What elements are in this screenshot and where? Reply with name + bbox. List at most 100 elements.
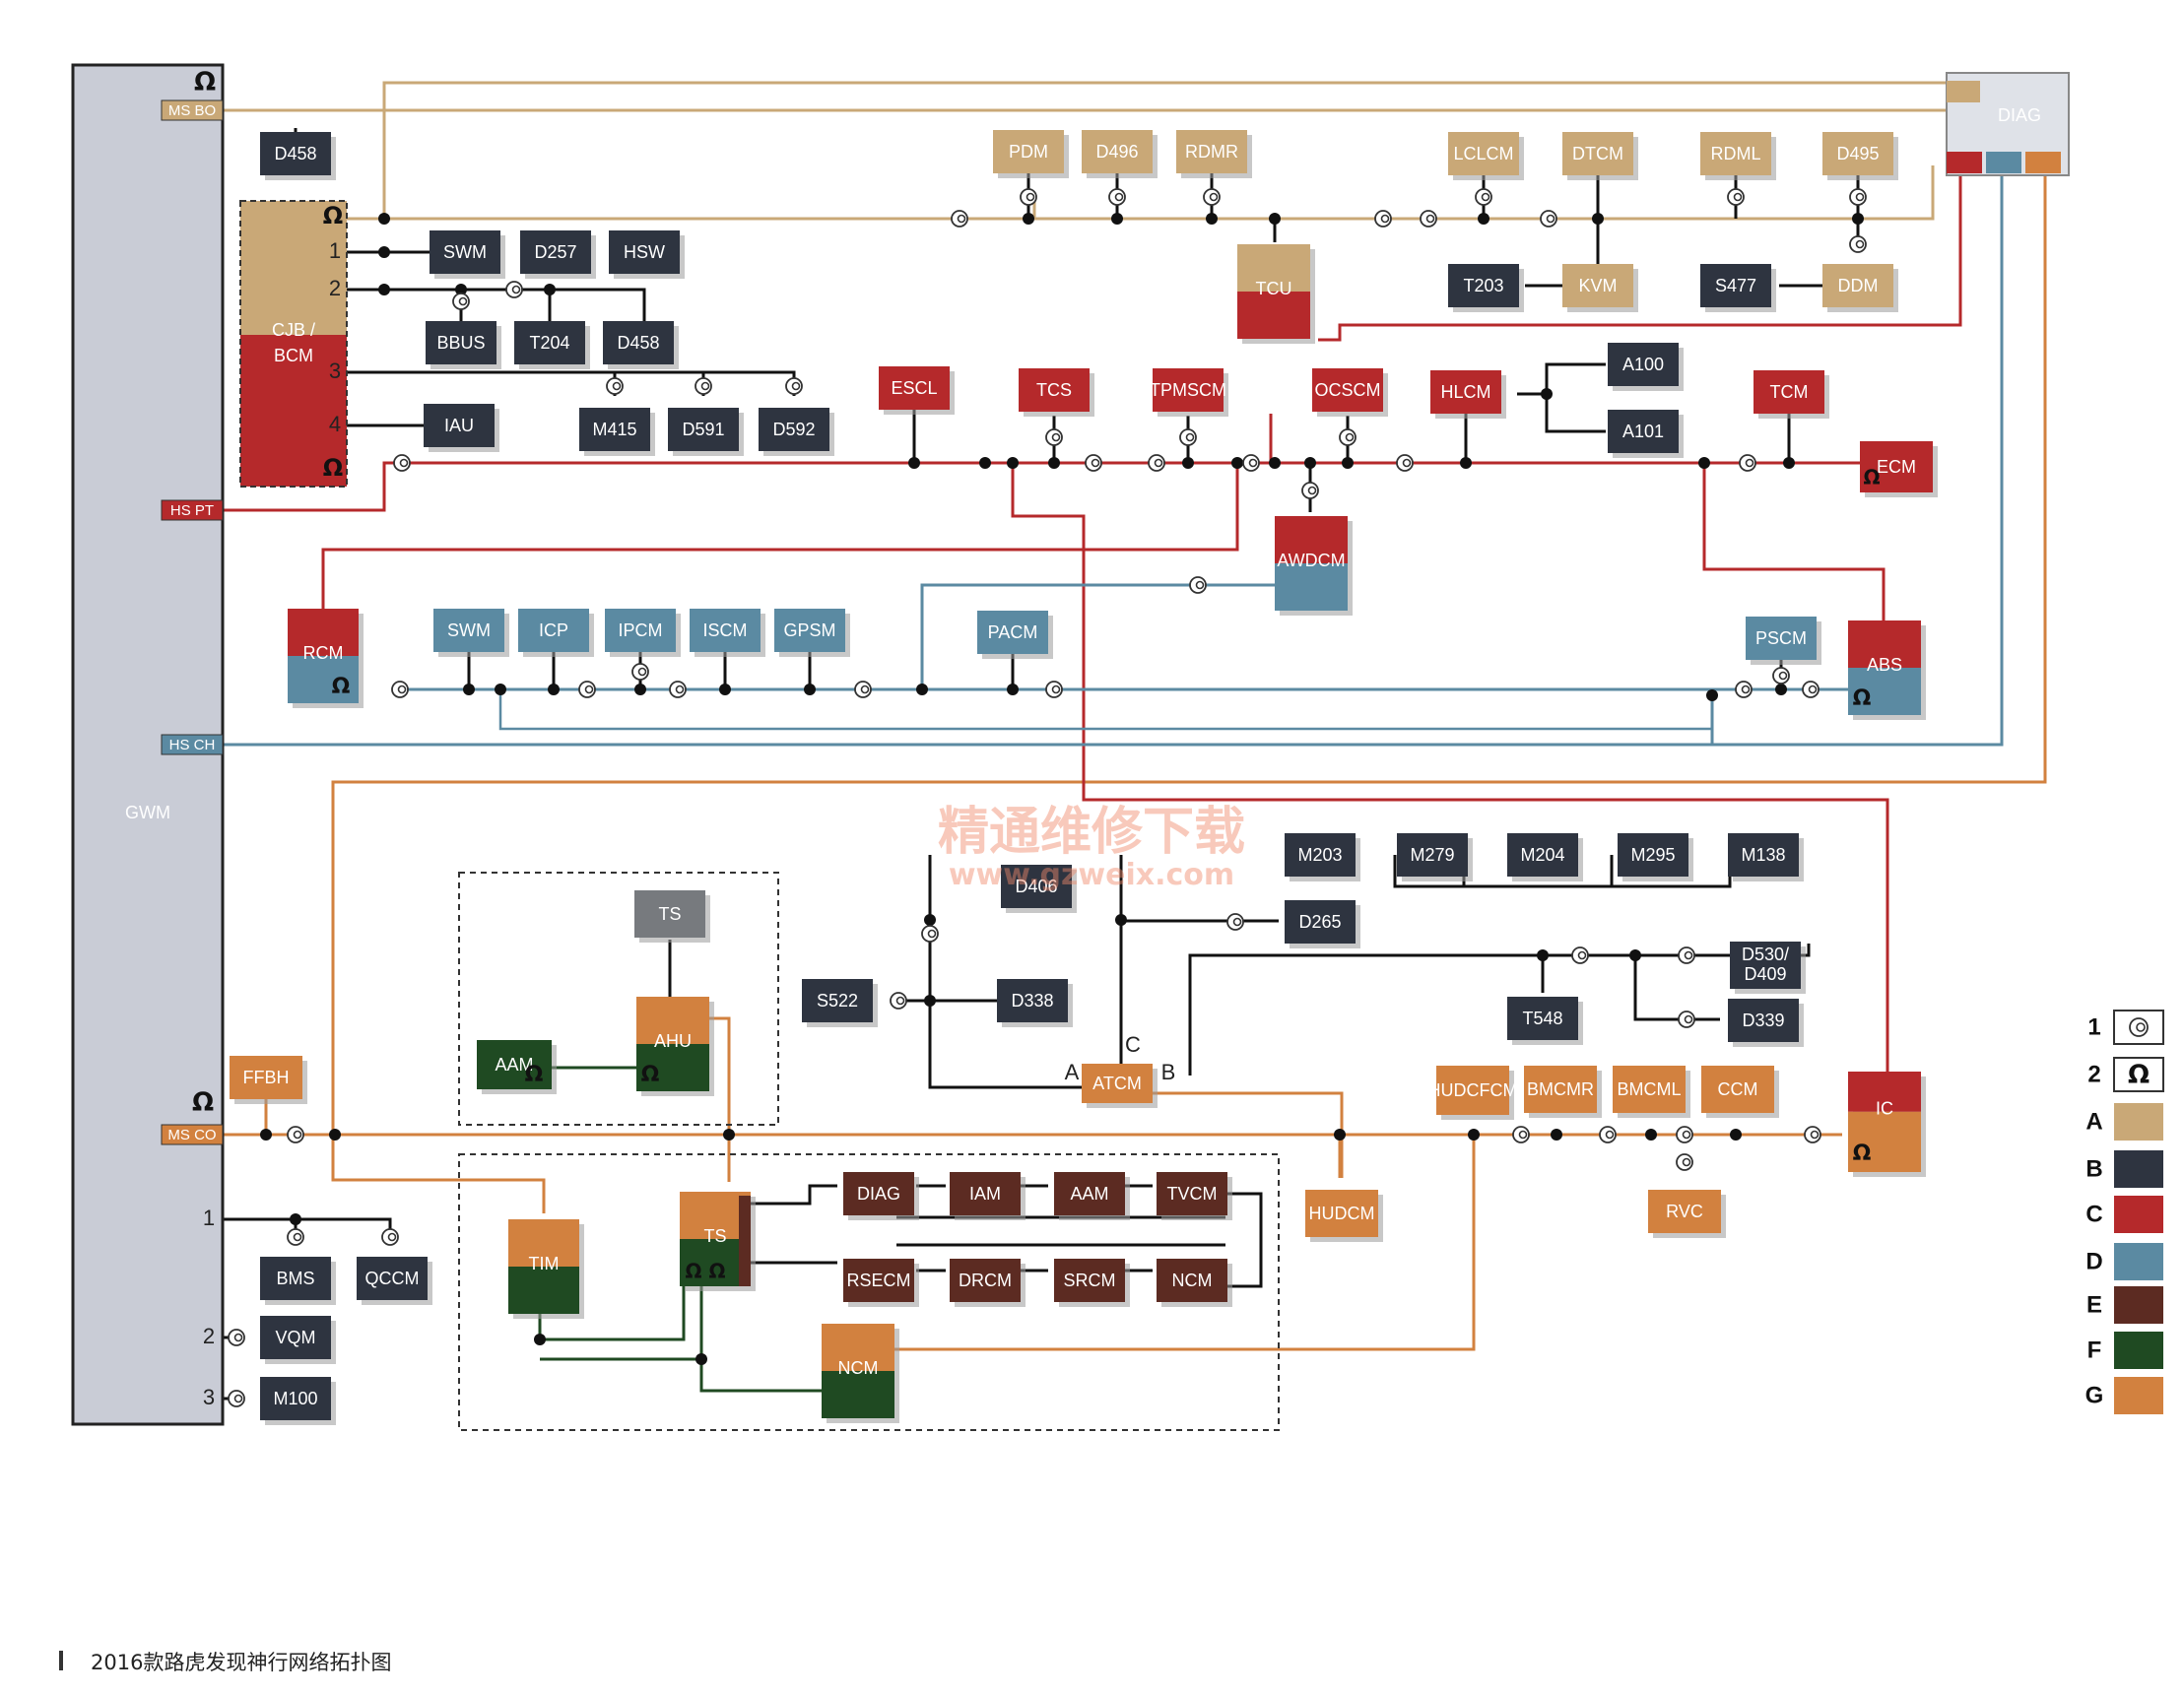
junction-dot [463,684,475,695]
module-label: RVC [1666,1202,1703,1221]
resistor-core [1195,580,1205,590]
box-fill [1507,997,1578,1040]
resistor-ring [1179,428,1197,446]
resistor-icon [1772,667,1790,685]
module-icp: ICP [518,609,594,657]
resistor-core [895,996,905,1006]
box-fill [260,1316,331,1359]
module-ocscm: OCSCM [1312,368,1388,417]
module-label: QCCM [365,1269,420,1288]
gwm-pin-3: 3 [203,1385,215,1409]
resistor-core [1778,671,1788,681]
resistor-core [1684,950,1693,960]
module-label: RDML [1710,144,1760,163]
resistor-icon [228,1329,245,1346]
lower-dashed-group [458,1153,1280,1431]
resistor-ring [452,293,470,310]
resistor-ring [1339,428,1357,446]
wire [538,1278,686,1341]
module-aam-lower: AAM [1054,1172,1130,1220]
wire [1633,955,1720,1021]
box-top [508,1219,579,1267]
resistor-core [387,1232,397,1242]
junction-dot [804,684,816,695]
junction-dot [634,684,646,695]
module-ts: TS [680,1192,756,1291]
module-m100: M100 [260,1377,336,1425]
resistor-core [1051,685,1061,694]
box-fill [993,130,1064,173]
resistor-core [1855,192,1865,202]
module-bmcml: BMCML [1613,1066,1690,1118]
resistor-core [700,381,710,391]
module-rvc: RVC [1648,1190,1726,1238]
watermark-line-2: www.gzweix.com [949,858,1234,892]
wire [1702,463,1886,620]
resistor-core [1810,1130,1820,1140]
module-label: BBUS [436,333,485,353]
resistor-ring [1739,454,1756,472]
resistor-icon [951,210,968,228]
box-fill [520,230,591,274]
resistor-ring [287,1228,304,1246]
resistor-ring [606,377,624,395]
module-label: D591 [682,420,724,439]
resistor-icon [1148,454,1165,472]
box-fill [1562,264,1633,307]
resistor-ring [1396,454,1414,472]
module-pacm: PACM [977,611,1053,659]
box-fill [230,1056,302,1099]
box-fill [879,366,950,410]
module-srcm: SRCM [1054,1259,1130,1307]
module-label: AWDCM [1277,551,1345,570]
resistor-ring [921,925,939,943]
cjb-label-1: CJB / [272,320,315,340]
resistor-core [1091,458,1100,468]
box-fill [1285,900,1356,944]
watermark-line-1: 精通维修下载 [938,803,1245,862]
legend-key-D: D [2085,1248,2102,1274]
resistor-icon [1804,1126,1821,1143]
box-fill [603,321,674,364]
resistor-ring [1676,1153,1693,1171]
port-hs-ch-label: HS CH [169,737,216,753]
module-label: BMCML [1617,1079,1681,1099]
legend-key-C: C [2085,1201,2102,1227]
module-d458-bcm: D458 [603,321,679,369]
legend-swatch-D [2114,1243,2163,1280]
wire [1318,165,1962,342]
junction-dots [260,213,1864,1365]
resistor-core [1248,458,1258,468]
resistor-icon [1735,681,1753,698]
junction-dot [1206,213,1218,225]
resistor-icon [287,1228,304,1246]
resistor-ring [1045,428,1063,446]
module-label: M295 [1630,845,1675,865]
junction-dot [1342,457,1354,469]
module-abs: ABS [1848,620,1926,720]
box-fill [1701,1066,1774,1113]
resistor-ring [890,992,907,1010]
box-bottom [822,1371,894,1418]
module-hlcm: HLCM [1430,370,1506,419]
box-fill [1312,368,1383,412]
box-fill [774,609,845,652]
module-label: TS [703,1226,726,1246]
junction-dot [1269,213,1281,225]
port-ms-bo-label: MS BO [168,102,216,119]
box-fill [1613,1066,1686,1113]
resistor-core [1733,192,1743,202]
resistor-icon [1540,210,1557,228]
terminator-symbol: Ω [685,1260,701,1283]
resistor-core [458,296,468,306]
box-fill [1524,1066,1597,1113]
resistor-core [637,667,647,677]
module-s477: S477 [1700,264,1776,312]
module-hudcm: HUDCM [1305,1190,1383,1242]
resistor-ring [1420,210,1437,228]
wire [699,1359,822,1393]
junction-dot [1111,213,1123,225]
module-atcm: ATCM [1082,1064,1158,1108]
